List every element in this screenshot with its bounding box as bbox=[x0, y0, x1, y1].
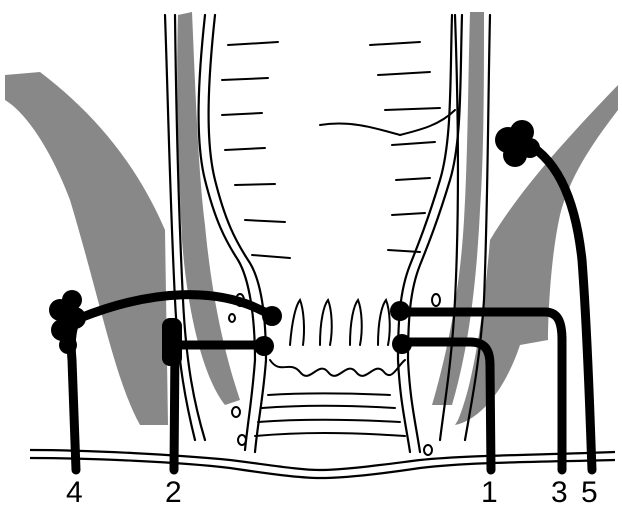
opening-4-internal bbox=[262, 306, 282, 326]
rectal-folds bbox=[222, 42, 455, 258]
label-5: 5 bbox=[581, 476, 598, 507]
label-3: 3 bbox=[551, 476, 568, 507]
opening-1-internal bbox=[392, 334, 412, 354]
abscess-5 bbox=[495, 120, 540, 167]
perineal-skin-inner bbox=[30, 458, 615, 478]
label-4: 4 bbox=[66, 476, 83, 507]
anal-margin-lines bbox=[255, 394, 405, 437]
opening-2-internal bbox=[254, 336, 274, 356]
abscess-2 bbox=[162, 318, 182, 366]
abscess-4 bbox=[49, 290, 86, 354]
opening-3-internal bbox=[390, 301, 410, 321]
anal-columns bbox=[270, 300, 405, 376]
levator-ani-left bbox=[5, 72, 168, 425]
label-1: 1 bbox=[481, 476, 498, 507]
label-2: 2 bbox=[165, 476, 182, 507]
